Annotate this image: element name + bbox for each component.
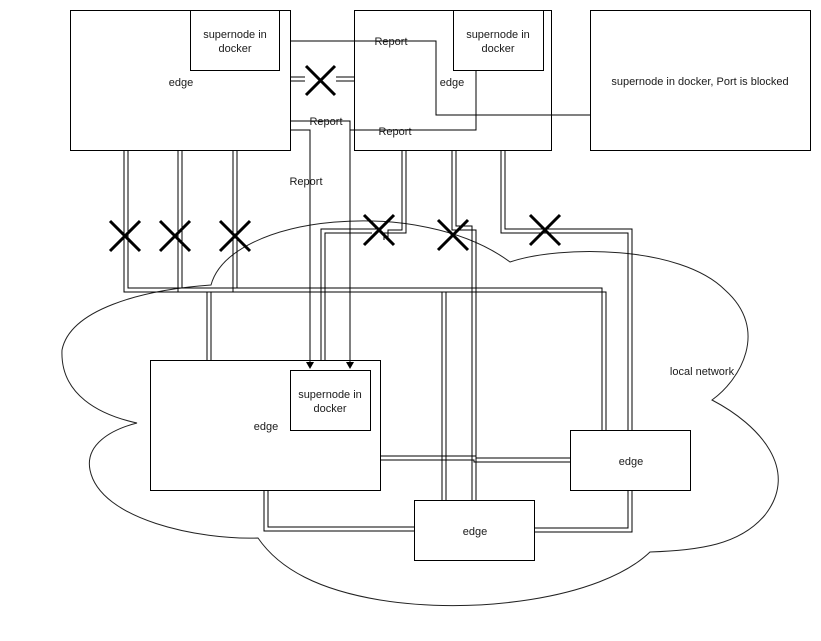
report-label: Report bbox=[374, 36, 407, 48]
top-left-supernode-label-2: docker bbox=[218, 43, 251, 55]
link-lines bbox=[123, 76, 633, 533]
cross-icon bbox=[436, 218, 470, 252]
top-middle-supernode-label-2: docker bbox=[481, 43, 514, 55]
top-left-supernode-label-1: supernode in bbox=[203, 29, 267, 41]
blocked-supernode-node[interactable]: supernode in docker, Port is blocked bbox=[590, 10, 811, 151]
local-bottom-edge-node[interactable]: edge bbox=[414, 500, 535, 561]
top-middle-edge-node[interactable]: edge supernode in docker bbox=[354, 10, 552, 151]
report-label: Report bbox=[309, 116, 342, 128]
cross-icon bbox=[528, 213, 562, 247]
blocked-supernode-label: supernode in docker, Port is blocked bbox=[611, 76, 788, 88]
cross-icon bbox=[158, 219, 192, 253]
local-network-label: local network bbox=[670, 366, 735, 378]
cross-icon bbox=[362, 213, 396, 247]
local-right-edge-label: edge bbox=[619, 456, 643, 468]
local-main-edge-label: edge bbox=[254, 421, 278, 433]
local-bottom-edge-label: edge bbox=[463, 526, 487, 538]
top-middle-supernode[interactable] bbox=[453, 10, 544, 71]
cross-icon bbox=[304, 64, 337, 97]
top-middle-supernode-label-1: supernode in bbox=[466, 29, 530, 41]
report-label: Report bbox=[289, 176, 322, 188]
top-left-edge-node[interactable]: edge supernode in docker bbox=[70, 10, 291, 151]
local-network-cloud bbox=[61, 220, 779, 607]
local-main-supernode-label-2: docker bbox=[313, 403, 346, 415]
top-middle-edge-label: edge bbox=[440, 77, 464, 89]
local-main-supernode[interactable] bbox=[290, 370, 371, 431]
report-label: Report bbox=[378, 126, 411, 138]
cross-icon bbox=[108, 219, 142, 253]
blocked-markers bbox=[108, 64, 562, 253]
cross-icon bbox=[218, 219, 252, 253]
top-left-supernode[interactable] bbox=[190, 10, 280, 71]
local-right-edge-node[interactable]: edge bbox=[570, 430, 691, 491]
local-main-edge-node[interactable]: edge supernode in docker bbox=[150, 360, 381, 491]
local-main-supernode-label-1: supernode in bbox=[298, 389, 362, 401]
top-left-edge-label: edge bbox=[169, 77, 193, 89]
